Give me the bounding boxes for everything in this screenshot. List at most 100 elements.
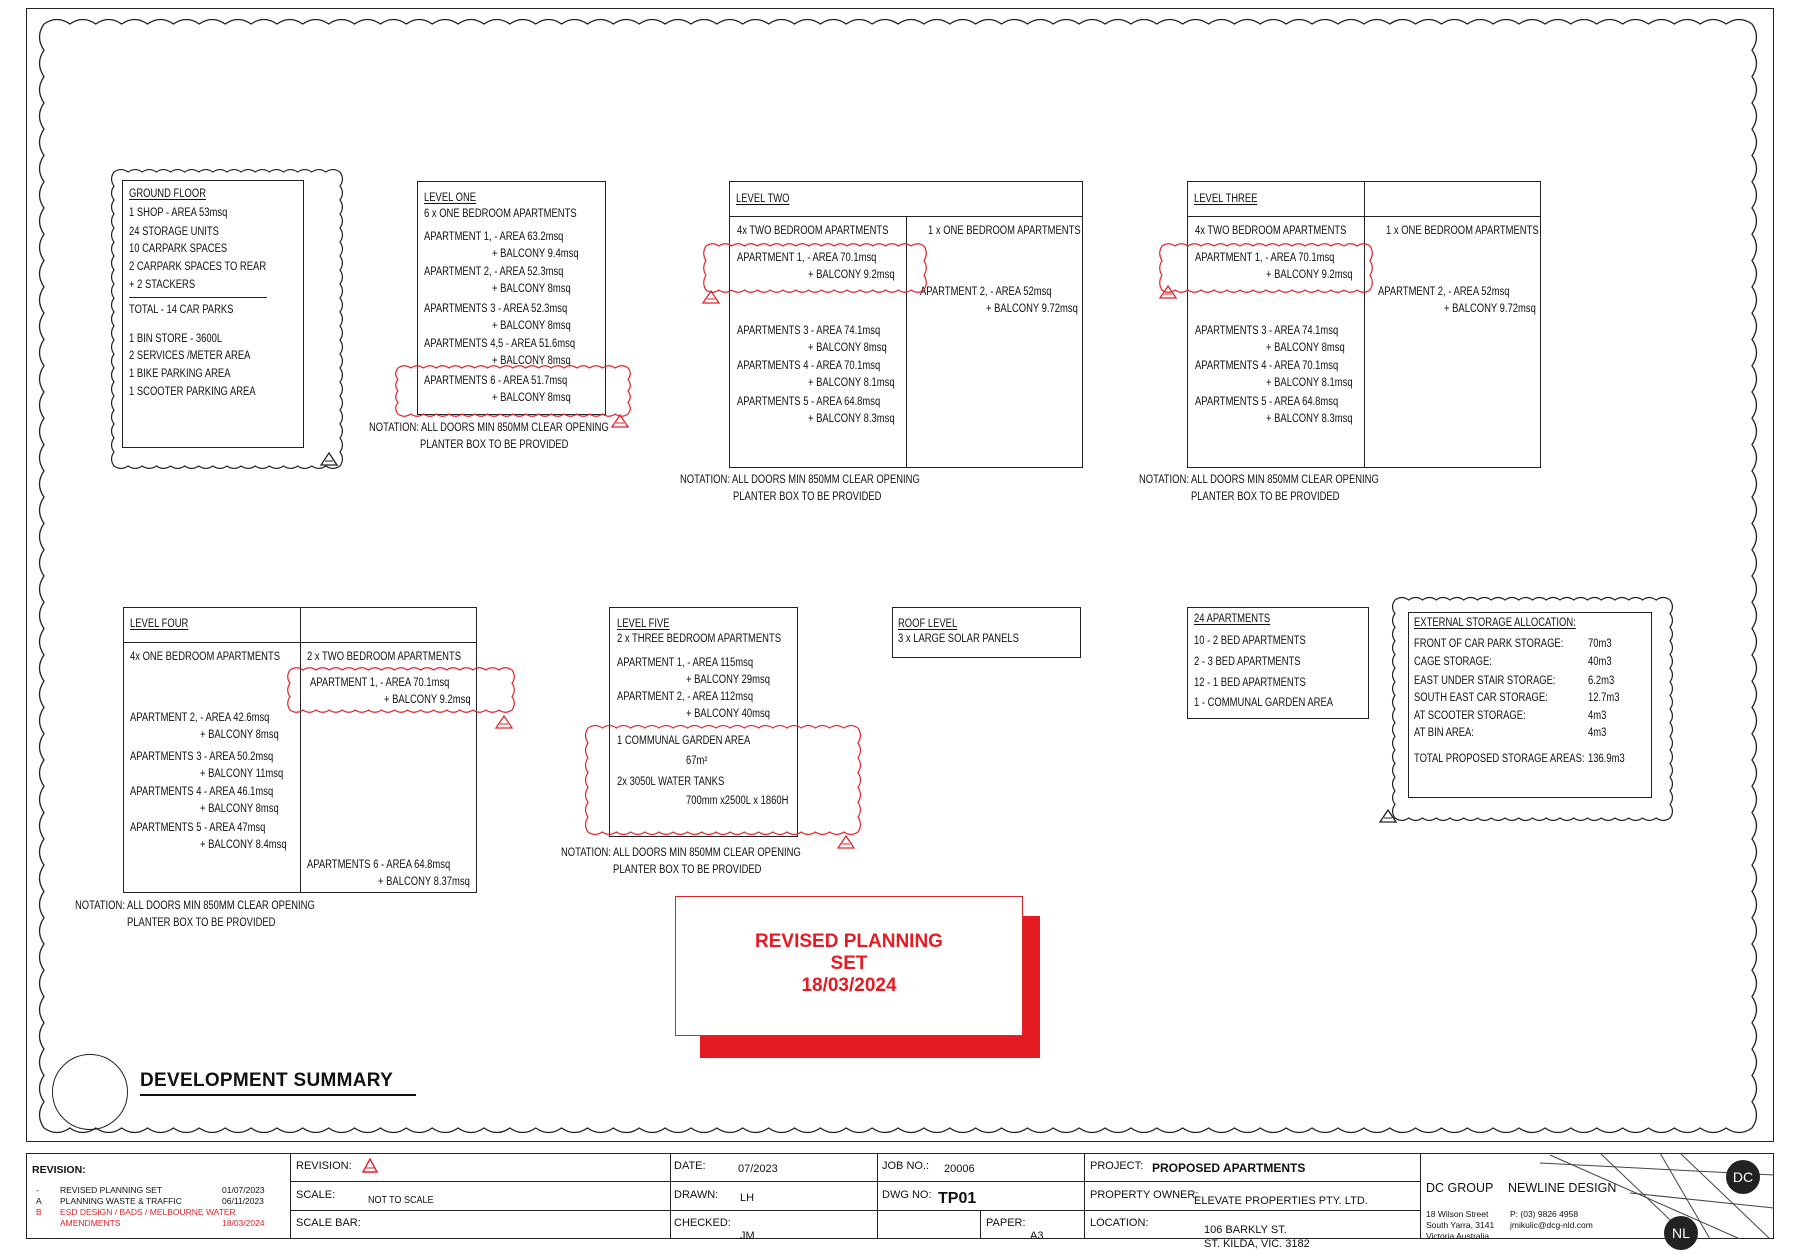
ground-line: + 2 STACKERS (129, 279, 196, 291)
apt-area: APARTMENT 2, - AREA 52msq (1378, 286, 1510, 298)
left-head: 4x ONE BEDROOM APARTMENTS (130, 651, 281, 663)
paper-label: PAPER: (986, 1217, 1026, 1229)
dwg-label: DWG NO: (882, 1189, 932, 1201)
owner-value: ELEVATE PROPERTIES PTY. LTD. (1194, 1195, 1368, 1207)
apt-balcony: + BALCONY 29msq (686, 674, 770, 686)
level-one-box (417, 181, 606, 415)
level-one-cloud (395, 365, 631, 417)
notation-line: PLANTER BOX TO BE PROVIDED (613, 864, 762, 876)
level-five-cloud (584, 724, 862, 836)
rev-desc: AMENDMENTS (60, 1218, 121, 1228)
level-five-box (609, 607, 798, 837)
ground-line: 1 BIN STORE - 3600L (129, 333, 223, 345)
ground-line: TOTAL - 14 CAR PARKS (129, 304, 234, 316)
summary-box (1187, 607, 1369, 719)
apt-balcony: + BALCONY 9.2msq (384, 694, 471, 706)
apt-balcony: + BALCONY 11msq (200, 768, 284, 780)
tb-divider (1420, 1153, 1421, 1239)
level-three-cloud (1159, 243, 1373, 293)
apt-balcony: + BALCONY 8.4msq (200, 839, 287, 851)
project-value: PROPOSED APARTMENTS (1152, 1161, 1306, 1175)
rev-code: B (36, 1207, 42, 1217)
notation-line: NOTATION: ALL DOORS MIN 850MM CLEAR OPEN… (561, 847, 801, 859)
company-phone: P: (03) 9826 4958 (1510, 1209, 1579, 1219)
apt-area: APARTMENT 1, - AREA 70.1msq (1195, 252, 1335, 264)
tb-divider (290, 1153, 291, 1239)
apt-area: APARTMENTS 5 - AREA 64.8msq (737, 396, 881, 408)
ground-line: 2 SERVICES /METER AREA (129, 350, 251, 362)
ground-line: 1 SCOOTER PARKING AREA (129, 386, 256, 398)
apt-area: APARTMENT 1, - AREA 70.1msq (737, 252, 877, 264)
apt-balcony: + BALCONY 8msq (492, 392, 571, 404)
stamp-line: 18/03/2024 (801, 975, 897, 996)
location-label: LOCATION: (1090, 1217, 1149, 1229)
checked-value: JM (740, 1230, 755, 1242)
revised-planning-stamp: REVISED PLANNING SET 18/03/2024 (675, 896, 1023, 1036)
rev-date: 18/03/2024 (222, 1218, 265, 1228)
roof-line: 3 x LARGE SOLAR PANELS (898, 633, 1019, 645)
apt-balcony: + BALCONY 8.3msq (1266, 413, 1353, 425)
level-five-subtitle: 2 x THREE BEDROOM APARTMENTS (617, 633, 782, 645)
revision-triangle-icon (319, 451, 339, 466)
apt-area: APARTMENT 2, - AREA 52msq (920, 286, 1052, 298)
apt-balcony: + BALCONY 8.37msq (378, 876, 470, 888)
scalebar-label: SCALE BAR: (296, 1217, 361, 1229)
ground-line: 2 CARPARK SPACES TO REAR (129, 261, 267, 273)
level-two-cloud (703, 243, 927, 293)
apt-area: APARTMENTS 4,5 - AREA 51.6msq (424, 338, 576, 350)
revision-triangle-icon (701, 289, 721, 304)
apt-area: APARTMENTS 4 - AREA 70.1msq (1195, 360, 1339, 372)
project-label: PROJECT: (1090, 1160, 1144, 1172)
scale-value: NOT TO SCALE (368, 1195, 434, 1206)
divider (906, 216, 907, 468)
apt-balcony: + BALCONY 8msq (200, 803, 279, 815)
apt-balcony: + BALCONY 8msq (808, 342, 887, 354)
level-three-title: LEVEL THREE (1194, 193, 1258, 205)
logo-nl-text: NL (1672, 1225, 1690, 1241)
storage-total-value: 136.9m3 (1588, 753, 1625, 765)
garden-area: 67m² (686, 755, 708, 767)
notation-line: NOTATION: ALL DOORS MIN 850MM CLEAR OPEN… (75, 900, 315, 912)
revision-label: REVISION: (32, 1164, 86, 1176)
storage-label: AT SCOOTER STORAGE: (1414, 710, 1526, 722)
apt-area: APARTMENTS 5 - AREA 64.8msq (1195, 396, 1339, 408)
date-value: 07/2023 (738, 1163, 778, 1175)
apt-balcony: + BALCONY 9.4msq (492, 248, 579, 260)
revision-triangle-icon (1378, 808, 1398, 823)
storage-value: 12.7m3 (1588, 692, 1620, 704)
company-email: jmikulic@dcg-nld.com (1510, 1220, 1593, 1230)
apt-area: APARTMENTS 3 - AREA 50.2msq (130, 751, 274, 763)
summary-line: 12 - 1 BED APARTMENTS (1194, 677, 1306, 689)
storage-label: AT BIN AREA: (1414, 727, 1474, 739)
ground-line: 1 SHOP - AREA 53msq (129, 207, 228, 219)
left-head: 4x TWO BEDROOM APARTMENTS (737, 225, 889, 237)
company-address: South Yarra, 3141 (1426, 1220, 1495, 1230)
apt-balcony: + BALCONY 8.1msq (1266, 377, 1353, 389)
revision-triangle-icon (362, 1158, 378, 1173)
storage-value: 40m3 (1588, 656, 1612, 668)
storage-cloud (1391, 596, 1674, 822)
sheet-border (26, 8, 1774, 1142)
location-line: ST. KILDA, VIC. 3182 (1204, 1238, 1310, 1250)
apt-balcony: + BALCONY 40msq (686, 708, 770, 720)
revision-label-2: REVISION: (296, 1160, 352, 1172)
apt-balcony: + BALCONY 8msq (492, 320, 571, 332)
storage-title: EXTERNAL STORAGE ALLOCATION: (1414, 617, 1576, 629)
company-address: 18 Wilson Street (1426, 1209, 1489, 1219)
apt-balcony: + BALCONY 8msq (492, 283, 571, 295)
dwg-value: TP01 (938, 1190, 977, 1207)
apt-area: APARTMENTS 4 - AREA 70.1msq (737, 360, 881, 372)
rev-date: 01/07/2023 (222, 1185, 265, 1195)
level-one-title: LEVEL ONE (424, 192, 477, 204)
apt-area: APARTMENT 2, - AREA 112msq (617, 691, 754, 703)
summary-line: 2 - 3 BED APARTMENTS (1194, 656, 1301, 668)
storage-label: CAGE STORAGE: (1414, 656, 1492, 668)
title-block (26, 1153, 1774, 1239)
tb-divider (290, 1210, 1420, 1211)
storage-value: 4m3 (1588, 710, 1607, 722)
apt-area: APARTMENTS 6 - AREA 64.8msq (307, 859, 451, 871)
revision-triangle-icon (494, 714, 514, 729)
apt-balcony: + BALCONY 8msq (1266, 342, 1345, 354)
